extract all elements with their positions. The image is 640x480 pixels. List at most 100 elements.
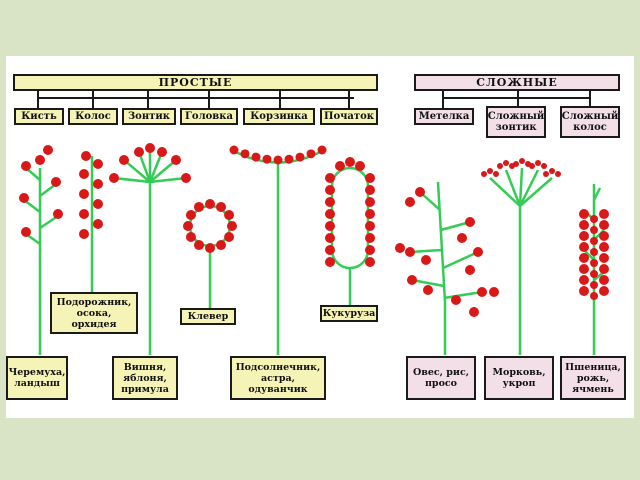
type-korzinka: Корзинка bbox=[243, 108, 315, 125]
flower-dot bbox=[273, 155, 283, 165]
flower-dot bbox=[325, 233, 335, 243]
flower-dot bbox=[599, 253, 609, 263]
flower-dot bbox=[224, 232, 235, 242]
flower-dot bbox=[355, 161, 365, 171]
flower-dot bbox=[194, 240, 204, 251]
type-kolos: Колос bbox=[68, 108, 118, 125]
example-slozhny-kolos: Пшеница, рожь, ячмень bbox=[560, 356, 626, 400]
flower-dot bbox=[295, 152, 305, 162]
flower-dot bbox=[79, 209, 89, 219]
example-kolos: Подорожник, осока, орхидея bbox=[50, 292, 138, 334]
flower-dot bbox=[579, 253, 589, 263]
flower-dot bbox=[395, 243, 405, 253]
flower-dot bbox=[599, 242, 609, 252]
flower-dot bbox=[109, 173, 119, 183]
flower-dot bbox=[119, 155, 129, 165]
flower-dot bbox=[365, 209, 375, 219]
flower-dot bbox=[457, 233, 467, 243]
type-golovka: Головка bbox=[180, 108, 238, 125]
flower-dot bbox=[185, 210, 196, 220]
flower-dot bbox=[35, 155, 45, 165]
flower-dot bbox=[325, 221, 335, 231]
type-pochatok: Початок bbox=[320, 108, 378, 125]
flower-dot bbox=[599, 275, 609, 285]
flower-dot bbox=[590, 270, 598, 278]
flower-dot bbox=[134, 147, 144, 157]
flower-dot bbox=[590, 281, 598, 289]
flower-dot bbox=[157, 147, 167, 157]
flower-dot bbox=[365, 233, 375, 243]
flower-dot bbox=[579, 231, 589, 241]
flower-dot bbox=[216, 201, 226, 212]
flower-dot bbox=[205, 199, 215, 209]
flower-dot bbox=[325, 185, 335, 195]
flower-dot bbox=[590, 215, 598, 223]
example-zontik: Вишня, яблоня, примула bbox=[112, 356, 178, 400]
flower-dot bbox=[415, 187, 425, 197]
flower-dot bbox=[405, 197, 415, 207]
flower-dot bbox=[216, 240, 226, 251]
example-kist: Черемуха, ландыш bbox=[6, 356, 68, 400]
flower-dot bbox=[325, 209, 335, 219]
flower-dot bbox=[93, 199, 103, 209]
flower-dot bbox=[590, 259, 598, 267]
type-metelka: Метелка bbox=[414, 108, 474, 125]
flower-dot bbox=[171, 155, 181, 165]
flower-dot bbox=[365, 257, 375, 267]
example-korzinka: Подсолнечник, астра, одуванчик bbox=[230, 356, 326, 400]
flower-dot bbox=[503, 160, 509, 166]
flower-dot bbox=[599, 220, 609, 230]
flower-dot bbox=[224, 210, 235, 220]
flower-dot bbox=[579, 242, 589, 252]
flower-dot bbox=[579, 275, 589, 285]
flower-dot bbox=[93, 219, 103, 229]
flower-dot bbox=[21, 227, 31, 237]
flower-dot bbox=[365, 221, 375, 231]
type-kist: Кисть bbox=[14, 108, 64, 125]
flower-dot bbox=[481, 171, 487, 177]
flower-dot bbox=[365, 185, 375, 195]
flower-dot bbox=[497, 163, 503, 169]
flower-dot bbox=[513, 161, 519, 167]
flower-dot bbox=[473, 247, 483, 257]
flower-dot bbox=[183, 221, 193, 231]
flower-dot bbox=[21, 161, 31, 171]
flower-dot bbox=[185, 232, 196, 242]
flower-dot bbox=[529, 163, 535, 169]
flower-dot bbox=[535, 160, 541, 166]
example-golovka: Клевер bbox=[180, 308, 236, 325]
flower-dot bbox=[365, 245, 375, 255]
flower-dot bbox=[229, 145, 239, 155]
flower-dot bbox=[365, 173, 375, 183]
example-pochatok: Кукуруза bbox=[320, 305, 378, 322]
type-slozhny-zontik: Сложный зонтик bbox=[486, 106, 546, 138]
flower-dot bbox=[451, 295, 461, 305]
flower-dot bbox=[549, 168, 555, 174]
flower-dot bbox=[599, 286, 609, 296]
flower-dot bbox=[579, 220, 589, 230]
type-slozhny-kolos: Сложный колос bbox=[560, 106, 620, 138]
flower-dot bbox=[317, 145, 327, 155]
flower-dot bbox=[93, 159, 103, 169]
example-metelka: Овес, рис, просо bbox=[406, 356, 476, 400]
flower-dot bbox=[240, 149, 250, 159]
header-complex: СЛОЖНЫЕ bbox=[414, 74, 620, 91]
flower-dot bbox=[405, 247, 415, 257]
flower-dot bbox=[599, 231, 609, 241]
type-zontik: Зонтик bbox=[122, 108, 176, 125]
flower-dot bbox=[335, 161, 345, 171]
flower-dot bbox=[53, 209, 63, 219]
flower-dot bbox=[79, 169, 89, 179]
flower-dot bbox=[325, 173, 335, 183]
flower-dot bbox=[421, 255, 431, 265]
flower-dot bbox=[19, 193, 29, 203]
flower-dot bbox=[51, 177, 61, 187]
flower-dot bbox=[407, 275, 417, 285]
flower-dot bbox=[194, 201, 204, 212]
flower-dot bbox=[599, 264, 609, 274]
flower-dot bbox=[81, 151, 91, 161]
flower-dot bbox=[325, 257, 335, 267]
flower-dot bbox=[465, 217, 475, 227]
flower-dot bbox=[493, 171, 499, 177]
